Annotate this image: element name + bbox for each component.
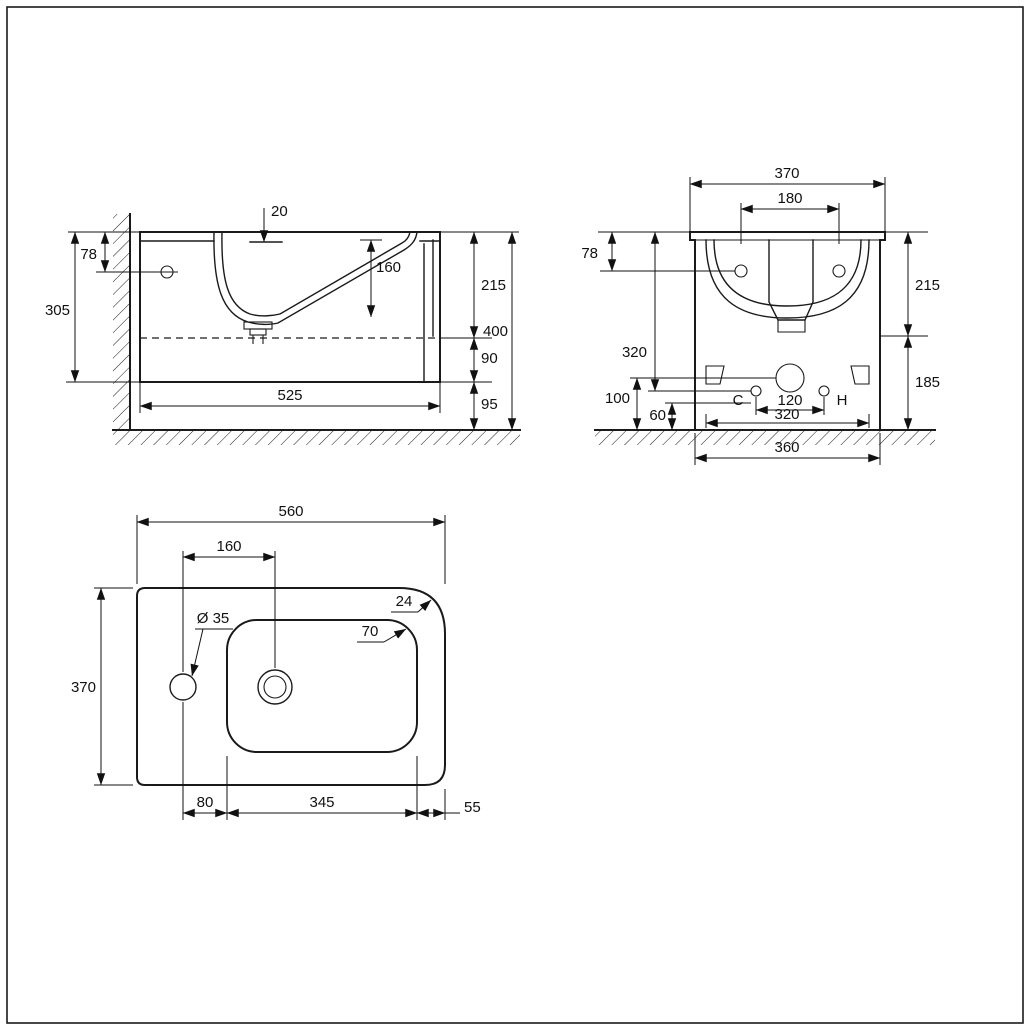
dim-text: 160	[376, 259, 401, 276]
dim-text: 525	[277, 387, 302, 404]
basin-profile	[213, 231, 434, 383]
dim-front-lower-height: 185	[903, 335, 940, 431]
floor-hatch-front	[595, 430, 935, 445]
dim-text: 78	[581, 245, 598, 262]
dim-front-base-width: 360	[694, 433, 881, 465]
dim-front-hole-from-top: 78	[581, 231, 735, 272]
cold-label: C	[733, 392, 744, 409]
dim-front-inner-width: 320	[705, 406, 870, 428]
dim-text: 305	[45, 302, 70, 319]
dim-text: 215	[915, 277, 940, 294]
waste-trap-detail	[243, 321, 273, 344]
dim-text: 70	[362, 623, 379, 640]
dim-text-bowl-to-edge: 55	[464, 799, 481, 816]
dim-text: 215	[481, 277, 506, 294]
dim-front-hole-spacing: 180	[740, 190, 840, 244]
waste-outlet	[257, 669, 293, 705]
dim-plan-overall-depth: 370	[71, 587, 133, 786]
plan-view: Ø 35 24 70 560 160	[71, 503, 481, 820]
dim-text: 90	[481, 350, 498, 367]
fixing-hole	[156, 265, 178, 279]
dim-side-upper-height: 215	[440, 231, 519, 339]
tap-hole	[169, 673, 197, 701]
dim-front-upper-height: 215	[880, 231, 940, 337]
dim-text: 24	[396, 593, 413, 610]
dim-front-supply-height: 60	[649, 402, 751, 431]
dim-text: 120	[777, 392, 802, 409]
dim-text-tap-to-bowl: 80	[197, 794, 214, 811]
dim-front-waste-height: 100	[605, 377, 776, 431]
dim-side-overall-depth: 525	[139, 382, 441, 413]
dim-text: 320	[774, 406, 799, 423]
leader-outer-corner-radius: 24	[391, 593, 432, 613]
dim-text: 95	[481, 396, 498, 413]
sheet-border	[6, 6, 1024, 1024]
dim-text: 180	[777, 190, 802, 207]
dim-plan-bottom-chain: 80 345 55	[182, 702, 481, 820]
dim-text: 320	[622, 344, 647, 361]
dim-side-basin-depth: 160	[360, 239, 401, 318]
dim-text: Ø 35	[197, 610, 230, 627]
front-view: 370 180 78 320 100	[581, 165, 940, 465]
dim-text: 560	[278, 503, 303, 520]
side-view: 20 78 305 160 215	[45, 203, 521, 445]
dim-text: 60	[649, 407, 666, 424]
fixture-outline-front	[689, 231, 886, 431]
dim-text: 400	[483, 323, 508, 340]
hot-supply-hole	[818, 385, 830, 397]
dim-text: 100	[605, 390, 630, 407]
dim-side-overall-height: 400	[483, 231, 517, 431]
dim-side-hole-from-top: 78	[68, 231, 156, 273]
floor-hatch-side	[113, 430, 520, 445]
dim-text: 360	[774, 439, 799, 456]
leader-tap-diameter: Ø 35	[190, 610, 233, 677]
tap-hole-right	[832, 264, 846, 278]
dim-text: 185	[915, 374, 940, 391]
basin-interior-front	[705, 239, 870, 333]
dim-front-overall-width: 370	[689, 165, 886, 232]
dim-text-bowl-width: 345	[309, 794, 334, 811]
dim-text: 370	[774, 165, 799, 182]
leader-bowl-corner-radius: 70	[357, 623, 407, 643]
dim-text: 160	[216, 538, 241, 555]
dim-front-supply-from-top: 320	[622, 231, 751, 392]
bowl-outline	[226, 619, 418, 753]
plan-outline	[136, 587, 446, 786]
dim-front-supply-spacing: C 120 H	[733, 392, 848, 415]
dim-text: 78	[80, 246, 97, 263]
dim-side-skirt-height: 90	[440, 337, 498, 383]
dim-side-floor-clearance: 95	[469, 381, 498, 431]
dim-plan-tap-to-waste: 160	[182, 538, 276, 672]
dim-text: 370	[71, 679, 96, 696]
dim-plan-overall-width: 560	[136, 503, 446, 584]
wall-hatch	[113, 214, 130, 430]
hot-label: H	[837, 392, 848, 409]
dim-side-front-height: 305	[45, 231, 140, 383]
dim-side-rim-offset: 20	[259, 203, 288, 243]
dim-text: 20	[271, 203, 288, 220]
